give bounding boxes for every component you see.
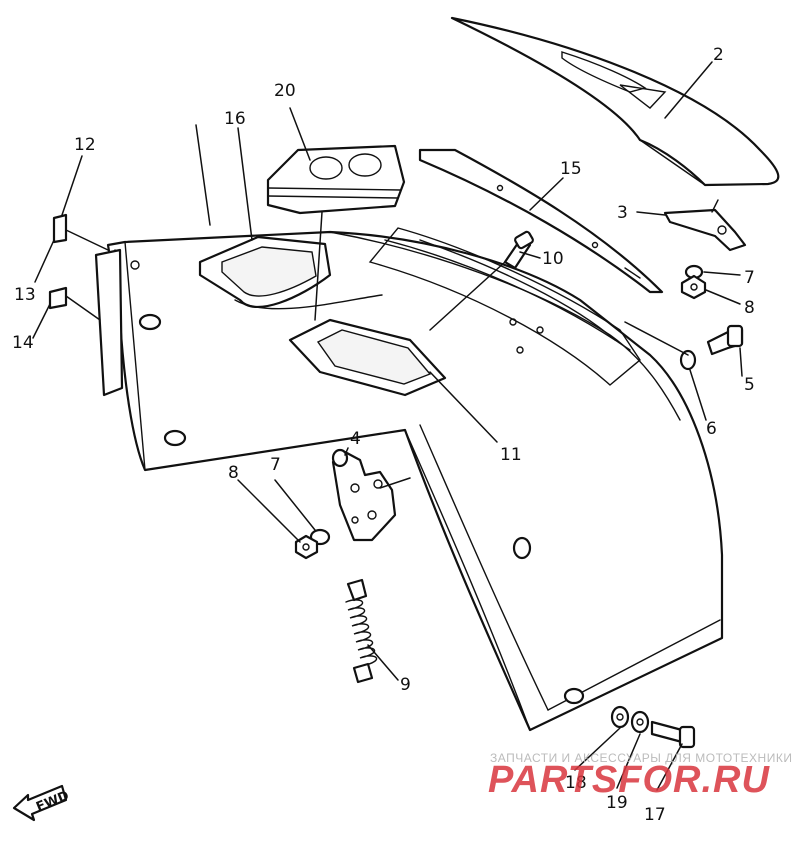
label-part-2: 2 — [713, 45, 724, 65]
label-part-14: 14 — [12, 333, 34, 353]
label-part-7-lower: 7 — [270, 455, 281, 475]
part-5-6-bolt — [679, 324, 744, 371]
part-4-hinge-bracket — [331, 448, 397, 542]
label-part-17: 17 — [644, 805, 666, 825]
part-12-14-clips — [48, 213, 68, 310]
label-part-10: 10 — [542, 249, 564, 269]
label-part-8-upper: 8 — [744, 298, 755, 318]
label-part-7-upper: 7 — [744, 268, 755, 288]
label-part-13: 13 — [14, 285, 36, 305]
part-16-mat — [198, 235, 383, 310]
label-part-9: 9 — [400, 675, 411, 695]
watermark: ЗАПЧАСТИ И АКСЕССУАРЫ ДЛЯ МОТОТЕХНИКИ PA… — [488, 751, 792, 801]
part-15-trim-strip — [418, 148, 664, 294]
leader-lines — [32, 61, 743, 791]
label-part-19: 19 — [606, 793, 628, 813]
part-20-pad — [266, 144, 406, 215]
part-number-labels: 2 3 4 5 6 7 7 8 8 9 10 11 12 13 14 15 16… — [12, 45, 755, 825]
label-part-16: 16 — [224, 109, 246, 129]
label-part-12: 12 — [74, 135, 96, 155]
part-9-spring — [345, 578, 378, 684]
main-body-cover — [94, 227, 724, 732]
label-part-4: 4 — [350, 429, 361, 449]
part-11-mat — [288, 318, 447, 397]
part-7-8-upper-fasteners — [680, 264, 707, 300]
watermark-brand: PARTSFOR.RU — [488, 759, 770, 801]
label-part-6: 6 — [706, 419, 717, 439]
part-17-19-bolt-washers — [610, 705, 696, 749]
part-2-seat-panel — [450, 16, 780, 187]
label-part-8-lower: 8 — [228, 463, 239, 483]
label-part-3: 3 — [617, 203, 628, 223]
label-part-11: 11 — [500, 445, 522, 465]
label-part-20: 20 — [274, 81, 296, 101]
part-10-bolt — [503, 230, 534, 270]
label-part-18: 18 — [565, 773, 587, 793]
fwd-arrow: FWD — [12, 784, 71, 822]
watermark-tagline: ЗАПЧАСТИ И АКСЕССУАРЫ ДЛЯ МОТОТЕХНИКИ — [490, 751, 792, 765]
part-7-8-lower-fasteners — [294, 528, 331, 560]
label-part-15: 15 — [560, 159, 582, 179]
label-part-5: 5 — [744, 375, 755, 395]
part-3-bracket — [663, 199, 747, 252]
